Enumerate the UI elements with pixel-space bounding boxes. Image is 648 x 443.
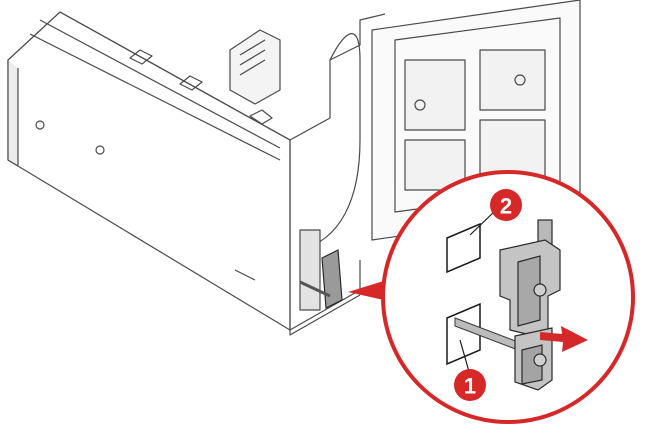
- front-cutout-a: [35, 120, 45, 130]
- zoom-detail: 2 1: [381, 170, 635, 424]
- chassis-front-frame: [289, 13, 386, 331]
- slot-2-square: [446, 222, 481, 274]
- arrow-right-icon: [540, 326, 588, 352]
- callout-2-badge: 2: [490, 189, 522, 221]
- svg-text:2: 2: [500, 194, 512, 219]
- rear-io-block-d: [479, 119, 546, 181]
- rear-io-block-b: [479, 49, 546, 111]
- svg-text:1: 1: [464, 374, 476, 399]
- chassis-inner-ledge: [29, 11, 291, 161]
- chassis-lock: [299, 249, 343, 309]
- rear-io-block-a: [404, 59, 466, 131]
- callout-1-badge: 1: [454, 369, 486, 401]
- front-cutout-b: [95, 145, 105, 155]
- chassis-cable: [299, 33, 361, 251]
- rear-screw-b: [414, 99, 426, 111]
- chassis-top-rail: [129, 49, 273, 125]
- internal-bracket-lines: [239, 39, 266, 76]
- internal-bracket: [229, 29, 281, 105]
- front-slot: [234, 269, 256, 281]
- chassis-left-edge: [7, 60, 19, 167]
- callout-2-leader: [469, 209, 497, 236]
- padlock-mechanism: [499, 219, 561, 391]
- chassis: [7, 0, 581, 336]
- lock-slot-area: [299, 229, 321, 311]
- rear-screw-a: [514, 74, 526, 86]
- chassis-bottom-edge: [289, 294, 361, 336]
